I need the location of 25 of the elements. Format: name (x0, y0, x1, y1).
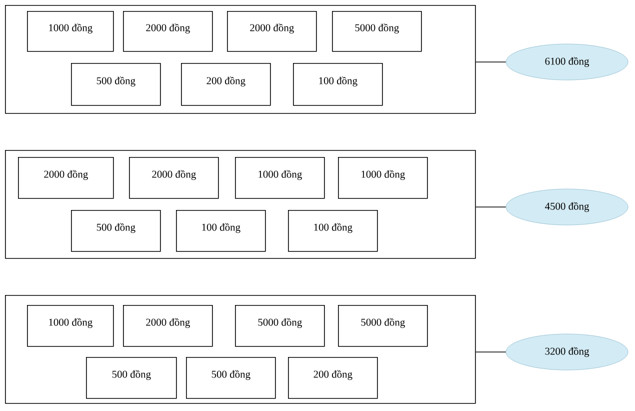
coin-box: 5000 đồng (235, 305, 325, 347)
coin-box: 2000 đồng (227, 11, 317, 52)
coin-box: 2000 đồng (123, 11, 213, 52)
coin-box: 1000 đồng (338, 157, 428, 199)
coin-box: 200 đồng (288, 357, 378, 399)
group-box (5, 150, 476, 259)
coin-box: 1000 đồng (235, 157, 325, 199)
group-box (5, 5, 476, 114)
coin-box: 5000 đồng (332, 11, 422, 52)
coin-box: 500 đồng (186, 357, 276, 399)
connector-line (475, 206, 506, 208)
coin-box: 5000 đồng (338, 305, 428, 347)
coin-box: 1000 đồng (27, 11, 114, 52)
coin-box: 2000 đồng (123, 305, 213, 347)
coin-box: 2000 đồng (18, 157, 114, 199)
coin-box: 100 đồng (288, 210, 378, 252)
coin-box: 100 đồng (293, 63, 383, 106)
coin-box: 200 đồng (181, 63, 271, 106)
coin-box: 500 đồng (71, 63, 161, 106)
coin-box: 500 đồng (71, 210, 161, 252)
coin-box: 2000 đồng (129, 157, 219, 199)
coin-box: 100 đồng (176, 210, 266, 252)
coin-box: 500 đồng (86, 357, 177, 399)
coin-box: 1000 đồng (27, 305, 114, 347)
group-box (5, 295, 476, 404)
